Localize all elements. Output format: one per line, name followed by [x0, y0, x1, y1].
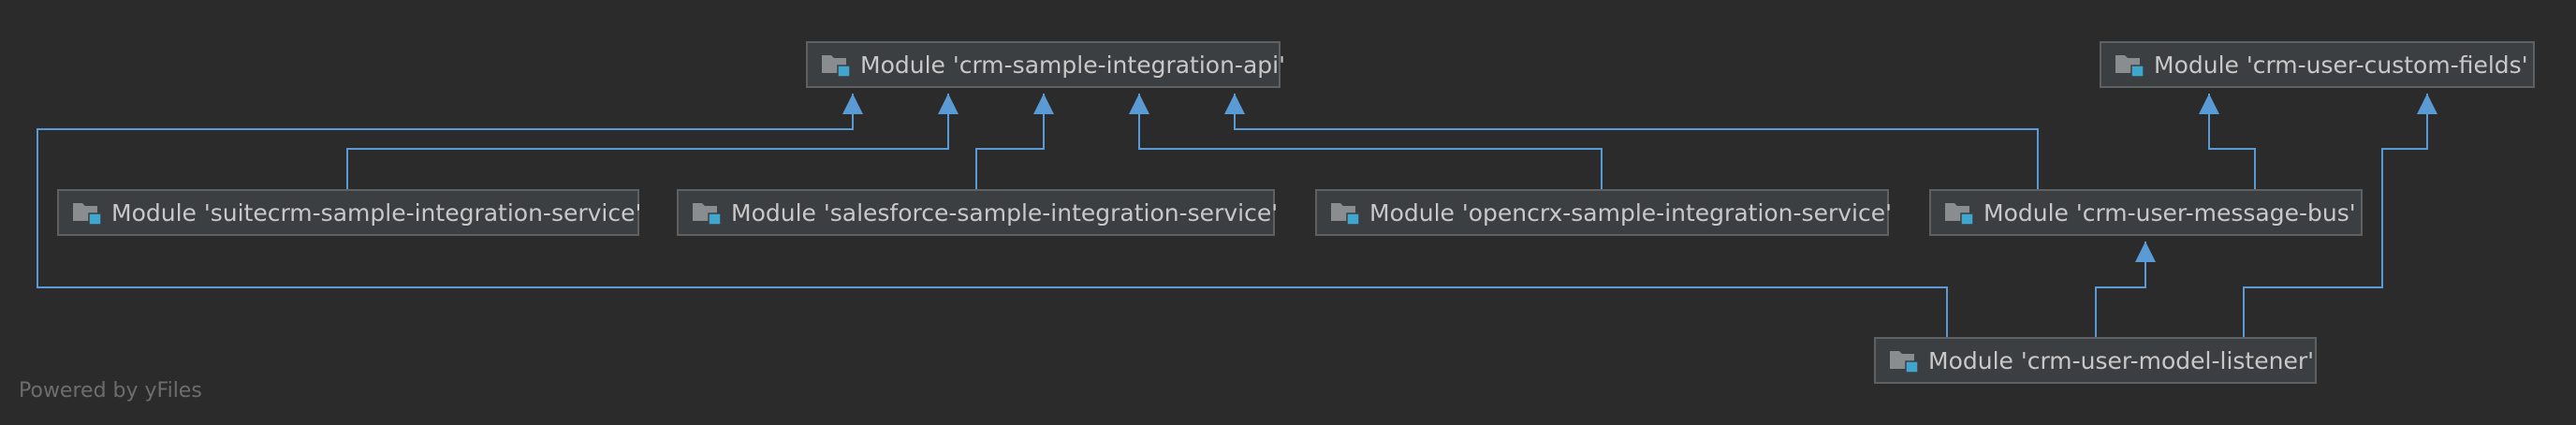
node-suitecrm-sample-integration-service[interactable]: Module 'suitecrm-sample-integration-serv…: [57, 189, 642, 236]
arrowhead-icon: [2417, 94, 2437, 114]
arrowhead-icon: [938, 94, 959, 114]
node-crm-user-custom-fields[interactable]: Module 'crm-user-custom-fields': [2100, 41, 2535, 88]
node-opencrx-sample-integration-service[interactable]: Module 'opencrx-sample-integration-servi…: [1315, 189, 1892, 236]
node-salesforce-sample-integration-service[interactable]: Module 'salesforce-sample-integration-se…: [677, 189, 1279, 236]
node-label: Module 'crm-user-model-listener': [1928, 346, 2314, 374]
node-label: Module 'crm-user-custom-fields': [2154, 51, 2528, 79]
node-label: Module 'opencrx-sample-integration-servi…: [1369, 198, 1892, 227]
node-label: Module 'crm-user-message-bus': [1983, 198, 2356, 227]
edge-suitecrm-to-api: [346, 94, 959, 189]
node-label: Module 'salesforce-sample-integration-se…: [731, 198, 1279, 227]
edge-opencrx-to-api: [1129, 94, 1603, 189]
node-label: Module 'suitecrm-sample-integration-serv…: [111, 198, 642, 227]
node-crm-user-message-bus[interactable]: Module 'crm-user-message-bus': [1929, 189, 2363, 236]
edge-message-bus-to-api: [1224, 94, 2039, 189]
arrowhead-icon: [2199, 94, 2219, 114]
arrowhead-icon: [1224, 94, 1245, 114]
edge-salesforce-to-api: [975, 94, 1054, 189]
module-folder-icon: [1944, 199, 1976, 226]
node-label: Module 'crm-sample-integration-api': [860, 51, 1285, 79]
module-folder-icon: [821, 51, 853, 78]
powered-by-footer: Powered by yFiles: [19, 379, 202, 403]
arrowhead-icon: [2135, 242, 2156, 262]
module-folder-icon: [72, 199, 104, 226]
module-folder-icon: [692, 199, 724, 226]
module-folder-icon: [1330, 199, 1362, 226]
arrowhead-icon: [1129, 94, 1149, 114]
node-crm-user-model-listener[interactable]: Module 'crm-user-model-listener': [1874, 337, 2317, 384]
arrowhead-icon: [1033, 94, 1054, 114]
arrowhead-icon: [842, 94, 863, 114]
edge-model-listener-to-api: [37, 94, 1948, 337]
edge-model-listener-to-bus: [2095, 242, 2156, 337]
node-crm-sample-integration-api[interactable]: Module 'crm-sample-integration-api': [806, 41, 1285, 88]
module-folder-icon: [1889, 347, 1921, 374]
edge-message-bus-to-custom: [2199, 94, 2256, 189]
module-folder-icon: [2115, 51, 2146, 78]
edge-model-listener-to-custom: [2243, 94, 2437, 337]
